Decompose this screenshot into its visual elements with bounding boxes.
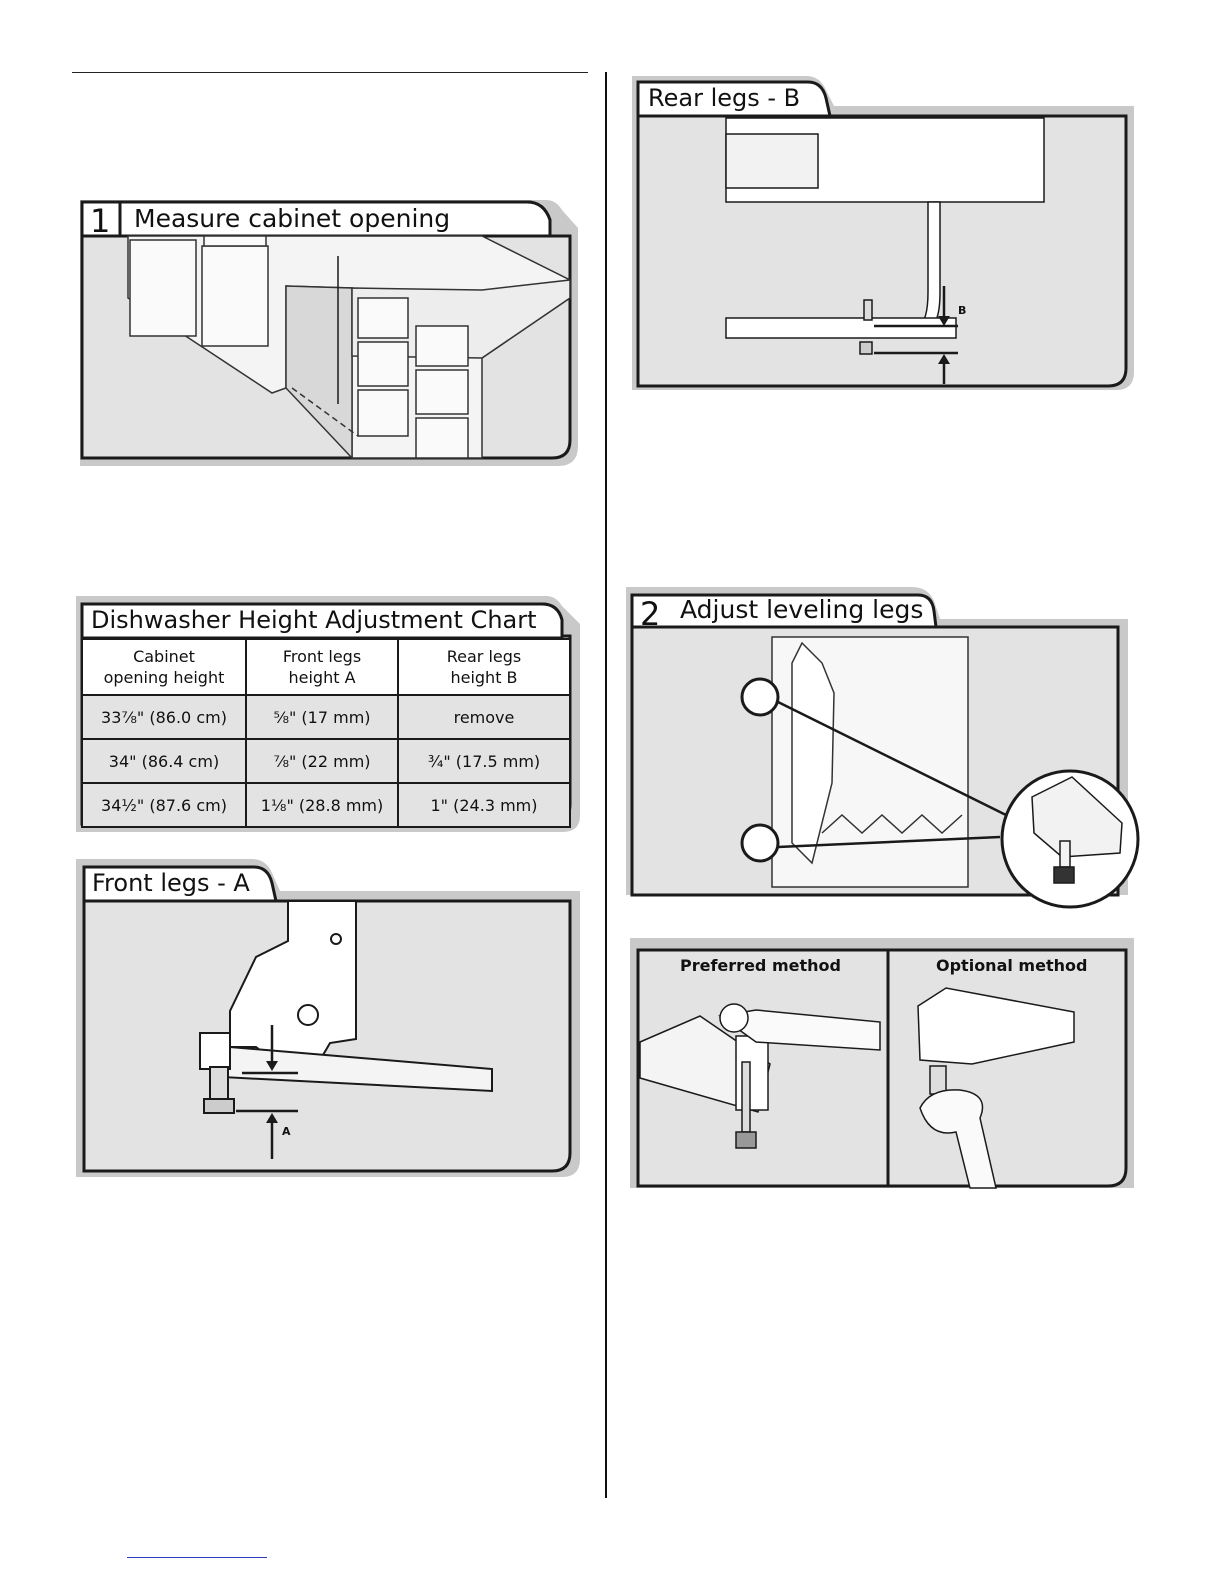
adjust-leveling-panel: 2 Adjust leveling legs [622, 583, 1142, 913]
chart-title: Dishwasher Height Adjustment Chart [91, 606, 537, 634]
table-cell: ⅝" (17 mm) [245, 694, 399, 740]
adjust-leveling-illustration [626, 587, 1140, 909]
preferred-method-label: Preferred method [680, 956, 841, 975]
front-legs-illustration [76, 859, 580, 1177]
table-row: 34" (86.4 cm) ⅞" (22 mm) ¾" (17.5 mm) [81, 738, 571, 784]
panel-title: Adjust leveling legs [680, 595, 924, 624]
measure-cabinet-illustration [80, 200, 578, 466]
top-rule [72, 72, 588, 73]
table-cell: ⅞" (22 mm) [245, 738, 399, 784]
table-row: 33⅞" (86.0 cm) ⅝" (17 mm) remove [81, 694, 571, 740]
dimension-label-a: A [282, 1125, 291, 1138]
rear-legs-panel: Rear legs - B B [628, 72, 1136, 394]
table-row: 34½" (87.6 cm) 1⅛" (28.8 mm) 1" (24.3 mm… [81, 782, 571, 828]
step-number: 1 [90, 202, 111, 240]
table-cell: 1" (24.3 mm) [397, 782, 571, 828]
table-cell: remove [397, 694, 571, 740]
rear-legs-illustration [632, 76, 1134, 390]
table-cell: ¾" (17.5 mm) [397, 738, 571, 784]
footer-rule [127, 1557, 267, 1558]
column-divider [605, 72, 607, 1498]
panel-title: Measure cabinet opening [134, 204, 451, 233]
step-number: 2 [640, 595, 661, 633]
front-legs-panel: Front legs - A A [72, 855, 582, 1180]
table-cell: 34½" (87.6 cm) [81, 782, 247, 828]
panel-title: Rear legs - B [648, 84, 801, 112]
panel-title: Front legs - A [92, 869, 250, 897]
methods-illustration [630, 938, 1134, 1189]
table-cell: 34" (86.4 cm) [81, 738, 247, 784]
table-cell: 1⅛" (28.8 mm) [245, 782, 399, 828]
methods-panel: Preferred method Optional method [630, 938, 1134, 1192]
measure-cabinet-panel: 1 Measure cabinet opening [72, 188, 582, 470]
dimension-label-b: B [958, 304, 967, 317]
optional-method-label: Optional method [936, 956, 1088, 975]
table-cell: 33⅞" (86.0 cm) [81, 694, 247, 740]
